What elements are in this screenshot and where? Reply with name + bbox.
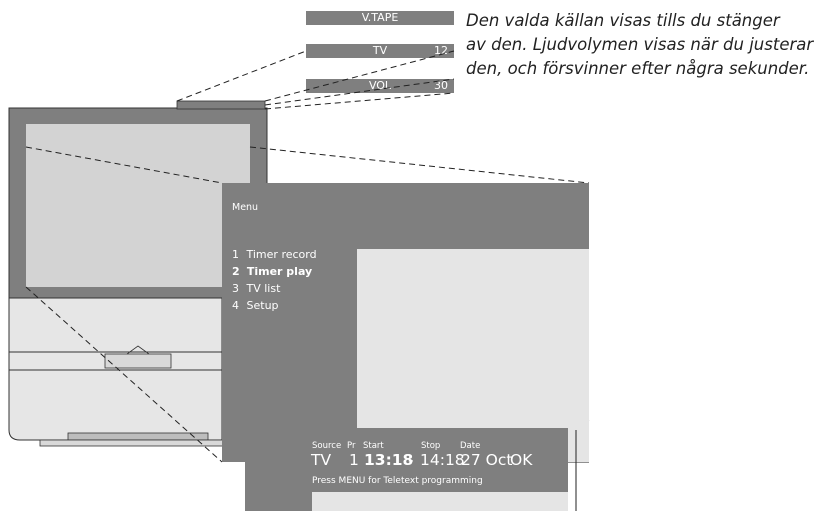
menu-item-label: Timer record bbox=[246, 248, 317, 261]
timer-list-area bbox=[312, 492, 568, 511]
start-column-header: Start bbox=[363, 441, 384, 451]
volume-osd-bar: VOL 30 bbox=[306, 79, 454, 93]
start-time-value[interactable]: 13:18 bbox=[364, 451, 414, 469]
caption-line-3: den, och försvinner efter några sekunder… bbox=[466, 59, 810, 78]
tv-base bbox=[39, 439, 246, 447]
menu-item-timer-play[interactable]: 2 Timer play bbox=[232, 265, 312, 278]
source-osd-label: V.TAPE bbox=[361, 11, 399, 24]
source-osd-bar: V.TAPE bbox=[306, 11, 454, 25]
stop-time-value[interactable]: 14:18 bbox=[420, 451, 465, 469]
menu-item-timer-record[interactable]: 1 Timer record bbox=[232, 248, 317, 261]
caption-text: Den valda källan visas tills du stänger … bbox=[466, 9, 826, 81]
ok-button[interactable]: OK bbox=[510, 451, 533, 469]
source-column-header: Source bbox=[312, 441, 342, 451]
caption-line-1: Den valda källan visas tills du stänger bbox=[466, 11, 780, 30]
menu-item-index: 4 bbox=[232, 299, 239, 312]
source-value[interactable]: TV bbox=[311, 451, 332, 469]
caption-line-2: av den. Ljudvolymen visas när du justera… bbox=[466, 35, 814, 54]
menu-item-tv-list[interactable]: 3 TV list bbox=[232, 282, 280, 295]
menu-item-index: 2 bbox=[232, 265, 240, 278]
program-osd-label: TV bbox=[372, 44, 388, 57]
program-osd-bar: TV 12 bbox=[306, 44, 454, 58]
menu-item-label: Setup bbox=[246, 299, 279, 312]
pr-value[interactable]: 1 bbox=[349, 451, 359, 469]
tv-control-panel bbox=[104, 353, 172, 369]
menu-item-setup[interactable]: 4 Setup bbox=[232, 299, 279, 312]
osd-window bbox=[176, 100, 266, 110]
volume-osd-number: 30 bbox=[434, 79, 448, 92]
menu-item-index: 3 bbox=[232, 282, 239, 295]
menu-item-label: Timer play bbox=[246, 265, 313, 278]
tv-screen bbox=[26, 124, 250, 287]
tv-stand bbox=[67, 432, 209, 441]
menu-content-area bbox=[357, 249, 589, 462]
tv-cabinet bbox=[8, 297, 223, 441]
date-value[interactable]: 27 Oct bbox=[461, 451, 513, 469]
time-separator: - bbox=[408, 451, 414, 469]
date-column-header: Date bbox=[460, 441, 481, 451]
stop-column-header: Stop bbox=[421, 441, 441, 451]
teletext-hint: Press MENU for Teletext programming bbox=[312, 476, 483, 486]
pr-column-header: Pr bbox=[347, 441, 356, 451]
menu-item-index: 1 bbox=[232, 248, 239, 261]
menu-item-label: TV list bbox=[246, 282, 281, 295]
menu-title: Menu bbox=[232, 202, 259, 213]
